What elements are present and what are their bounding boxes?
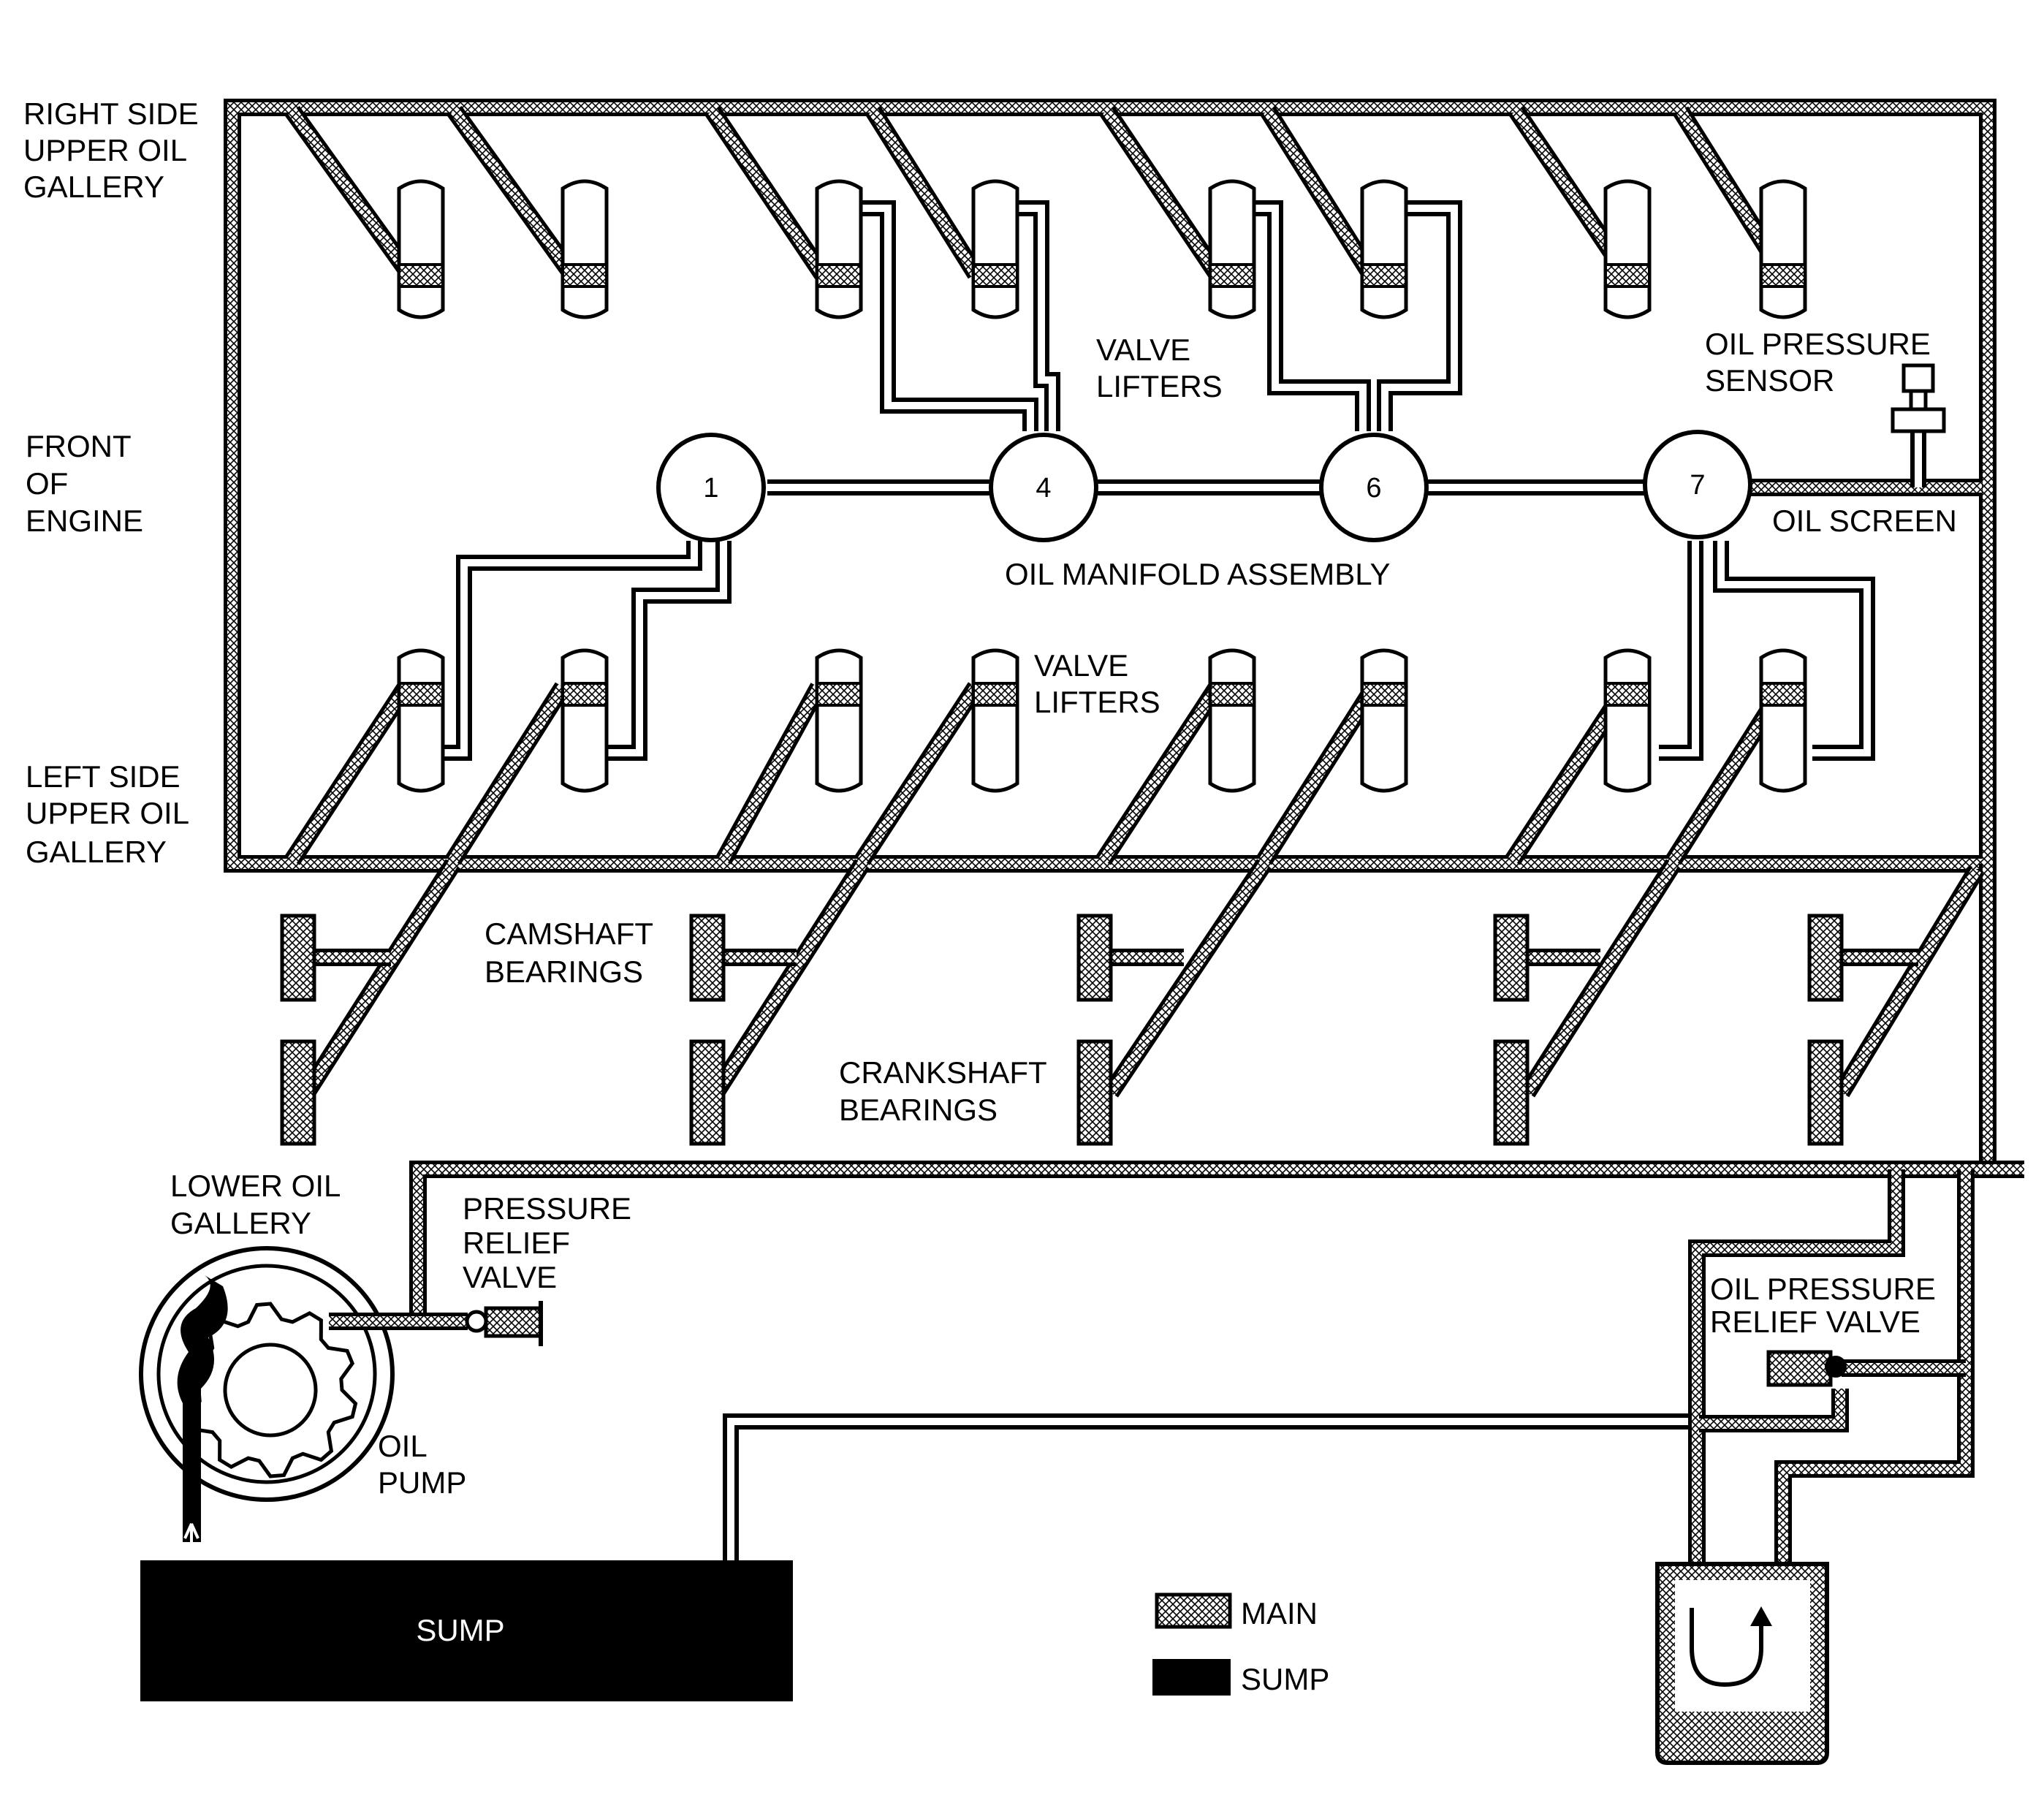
- sump-label: SUMP: [416, 1613, 504, 1647]
- valve-lifter: [815, 648, 863, 793]
- valve-lifter: [561, 648, 609, 793]
- oil-pressure-relief-valve: [1766, 1350, 1847, 1387]
- manifold-port-1: [656, 433, 766, 542]
- crankshaft-bearing: [1493, 1039, 1530, 1146]
- left-gallery-label: LEFT SIDE UPPER OIL GALLERY: [26, 759, 197, 869]
- camshaft-bearing: [1076, 914, 1113, 1002]
- valve-lifter: [561, 179, 609, 319]
- manifold-port-label: 1: [703, 473, 718, 504]
- valve-lifter: [1603, 179, 1652, 319]
- camshaft-bearings: [280, 914, 1844, 1002]
- crankshaft-bearing: [1807, 1039, 1844, 1146]
- sump-box: [140, 1560, 793, 1701]
- camshaft-bearings-label: CAMSHAFT BEARINGS: [485, 916, 661, 989]
- legend-sump-swatch: [1152, 1659, 1231, 1696]
- camshaft-bearing: [689, 914, 726, 1002]
- legend-main-swatch: [1155, 1592, 1232, 1629]
- camshaft-bearing: [1493, 914, 1530, 1002]
- oil-pressure-relief-valve-label: OIL PRESSURE RELIEF VALVE: [1710, 1272, 1945, 1339]
- valve-lifters: [397, 179, 1807, 793]
- right-gallery-label: RIGHT SIDE UPPER OIL GALLERY: [23, 96, 207, 204]
- oil-pressure-sensor: [1891, 363, 1946, 433]
- oil-pump: [139, 1246, 395, 1542]
- front-of-engine-label: FRONT OF ENGINE: [26, 429, 143, 538]
- crankshaft-bearing: [1076, 1039, 1113, 1146]
- valve-lifter: [815, 179, 863, 319]
- valve-lifter: [397, 179, 445, 319]
- manifold-port-7: [1643, 430, 1752, 539]
- pressure-relief-valve: [465, 1301, 543, 1346]
- valve-lifter: [1759, 648, 1807, 793]
- legend: MAIN SUMP: [1152, 1592, 1329, 1696]
- crankshaft-bearings: [280, 1039, 1844, 1146]
- manifold-port-6: [1319, 433, 1429, 542]
- oil-filter-circuit: [1688, 1169, 1975, 1568]
- camshaft-bearing: [1807, 914, 1844, 1002]
- crankshaft-bearing: [280, 1039, 316, 1146]
- valve-lifters-upper-label: VALVE LIFTERS: [1096, 333, 1223, 403]
- valve-lifter: [1208, 179, 1256, 319]
- crankshaft-bearings-label: CRANKSHAFT BEARINGS: [839, 1055, 1055, 1127]
- valve-lifter: [1208, 648, 1256, 793]
- manifold-port-label: 7: [1690, 470, 1705, 501]
- lower-feed-lines: [284, 682, 1791, 865]
- valve-lifters-lower-label: VALVE LIFTERS: [1034, 648, 1160, 719]
- valve-lifter: [971, 179, 1019, 319]
- manifold-ports: 1 4 6 7: [656, 430, 1752, 542]
- crankshaft-bearing: [689, 1039, 726, 1146]
- bearing-feed-lines: [299, 859, 1985, 1098]
- legend-sump-label: SUMP: [1241, 1662, 1329, 1696]
- valve-lifter: [1759, 179, 1807, 319]
- valve-lifter: [971, 648, 1019, 793]
- upper-gallery-frame: [224, 99, 1996, 1168]
- oil-pump-label: OIL PUMP: [378, 1429, 466, 1500]
- valve-lifter: [1603, 648, 1652, 793]
- manifold-port-4: [989, 433, 1098, 542]
- camshaft-bearing: [280, 914, 316, 1002]
- oil-pressure-sensor-label: OIL PRESSURE SENSOR: [1705, 327, 1939, 398]
- legend-main-label: MAIN: [1241, 1596, 1318, 1630]
- manifold-port-label: 4: [1036, 473, 1051, 504]
- sump: SUMP: [140, 1560, 793, 1701]
- valve-lifter: [1360, 179, 1408, 319]
- manifold-tubes: [438, 200, 1982, 761]
- valve-lifter: [1360, 648, 1408, 793]
- lower-gallery-label: LOWER OIL GALLERY: [170, 1169, 349, 1240]
- manifold-port-label: 6: [1366, 473, 1381, 504]
- valve-lifter: [397, 648, 445, 793]
- oil-manifold-label: OIL MANIFOLD ASSEMBLY: [1005, 557, 1390, 591]
- oil-filter: [1655, 1562, 1829, 1765]
- pressure-relief-valve-label: PRESSURE RELIEF VALVE: [463, 1191, 640, 1294]
- oil-screen-label: OIL SCREEN: [1772, 504, 1957, 538]
- labels: RIGHT SIDE UPPER OIL GALLERY FRONT OF EN…: [23, 96, 1957, 1500]
